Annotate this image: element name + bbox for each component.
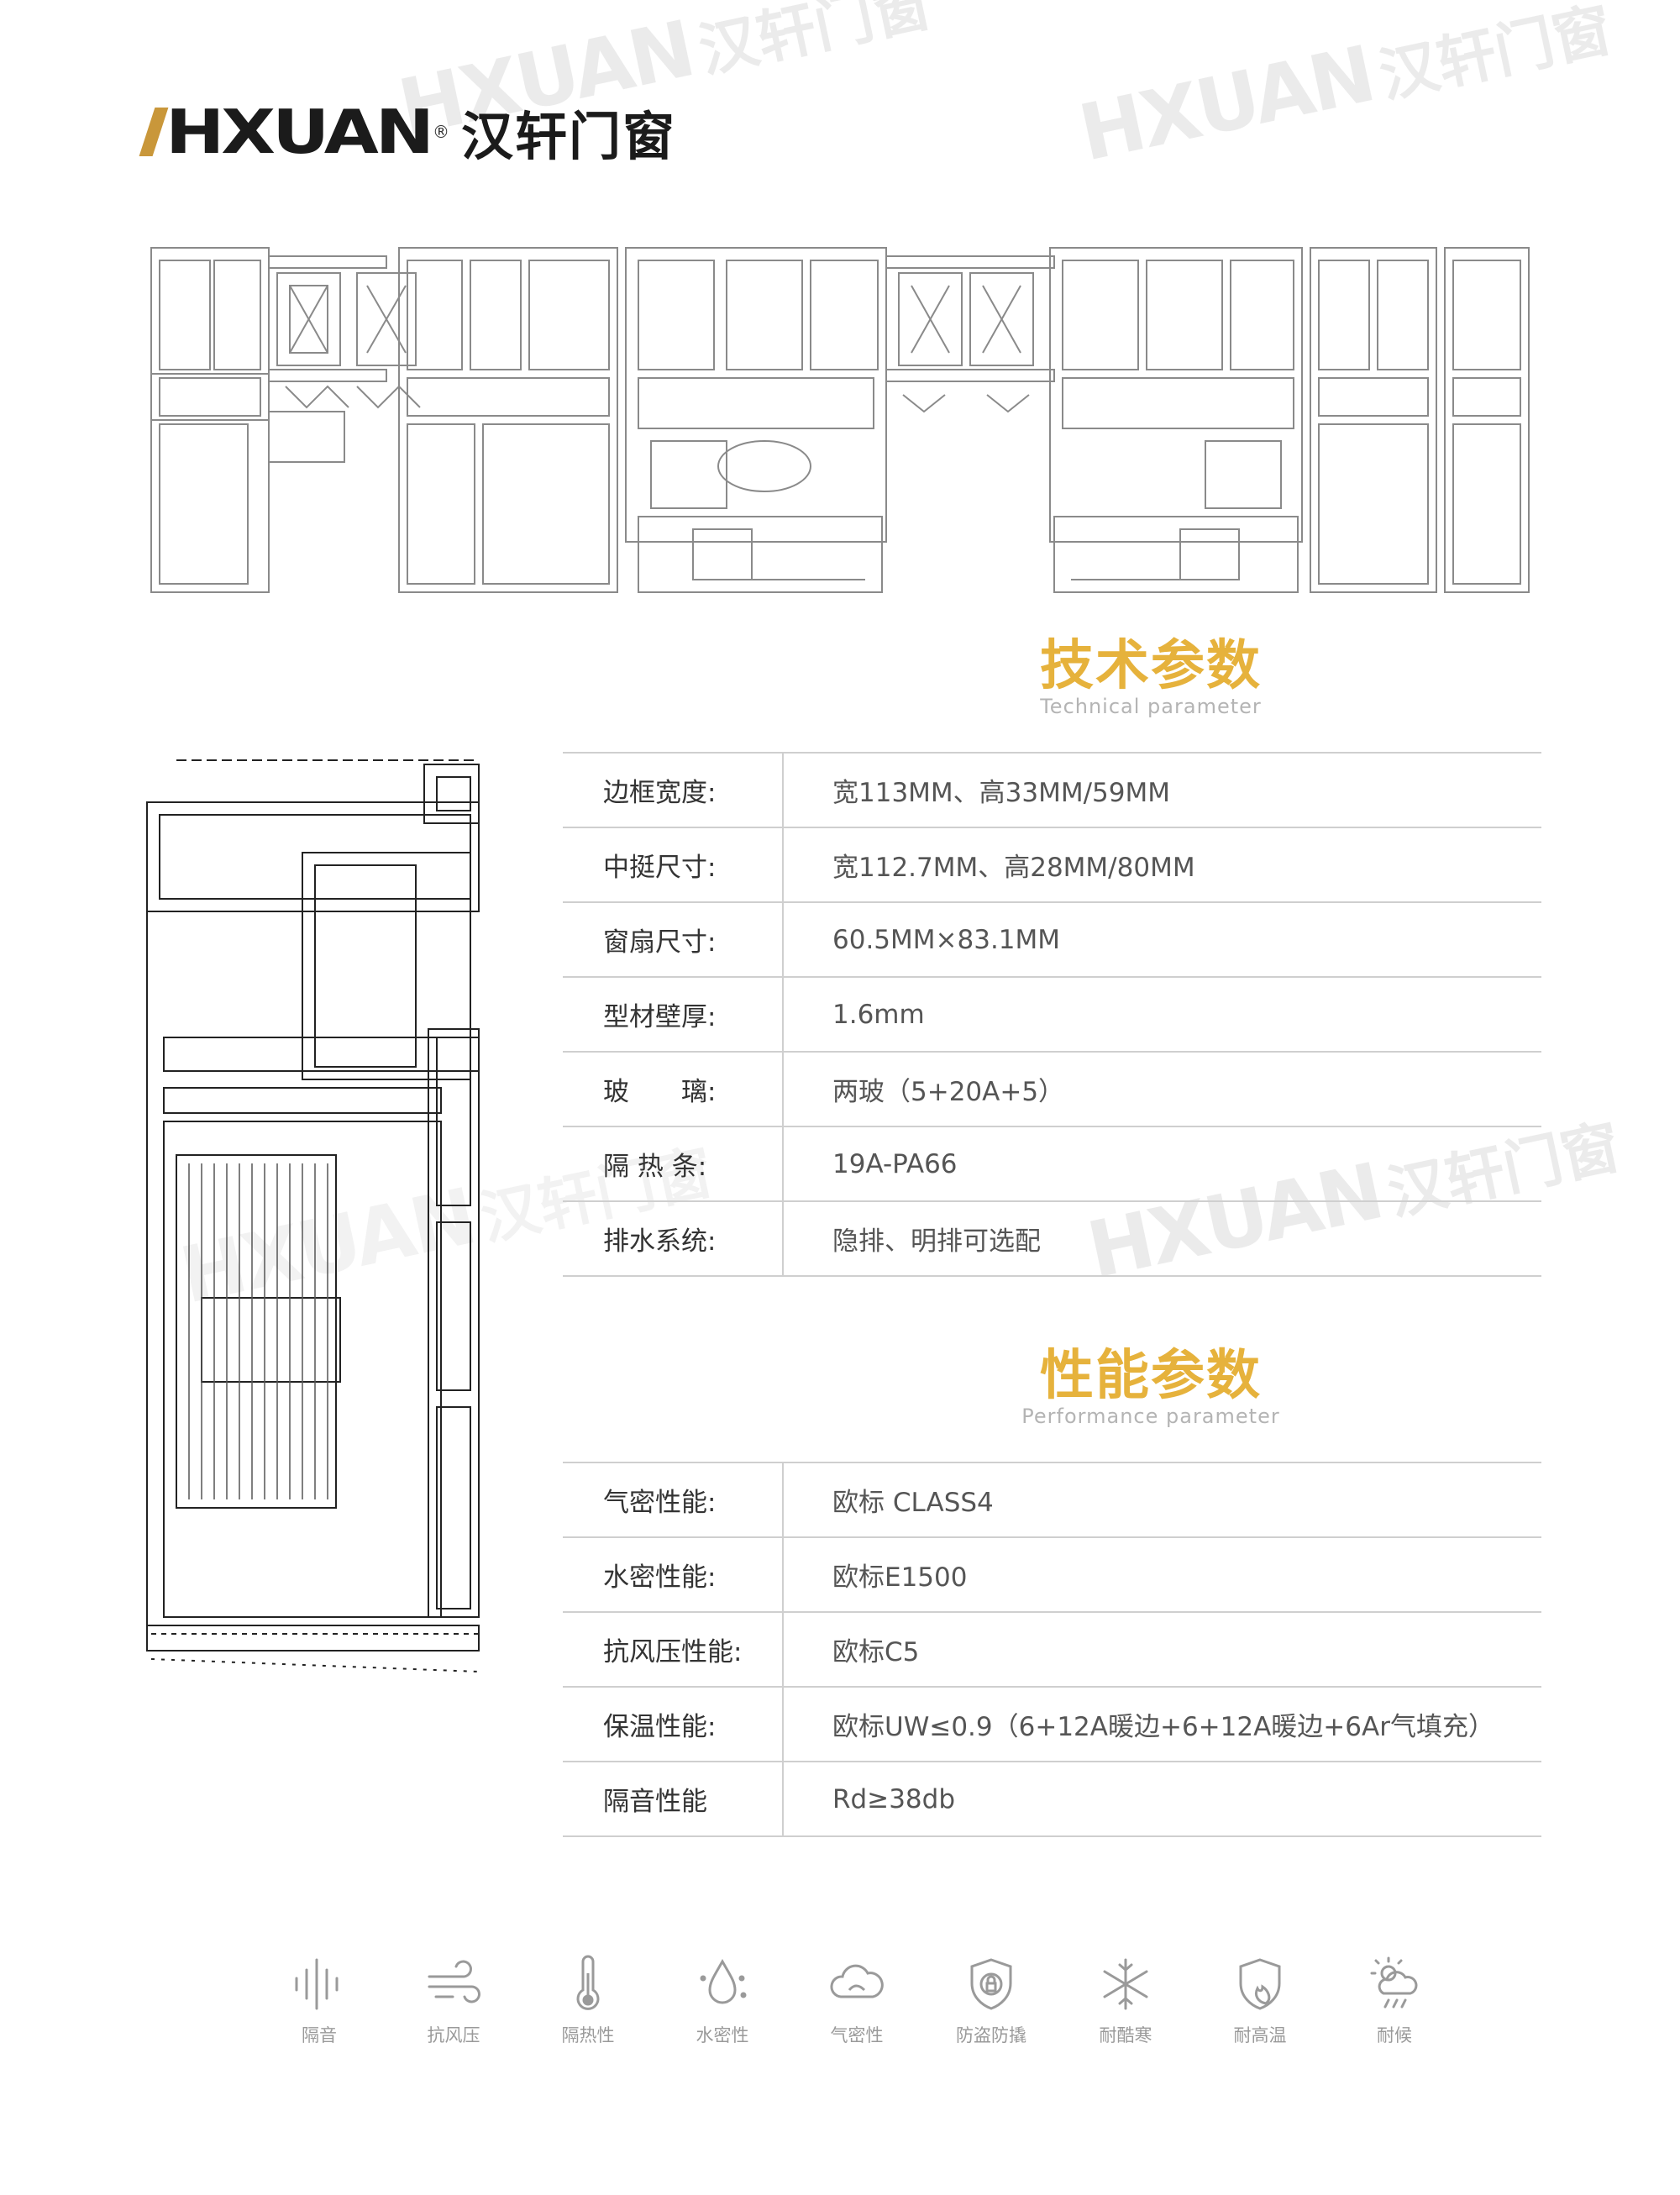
- watermark: HXUAN汉轩门窗: [1071, 0, 1619, 179]
- spec-label: 气密性能:: [563, 1462, 784, 1537]
- perf-spec-table: 气密性能:欧标 CLASS4 水密性能:欧标E1500 抗风压性能:欧标C5 保…: [563, 1462, 1541, 1837]
- tech-section-title: 技术参数 Technical parameter: [924, 638, 1378, 718]
- feature-icon-row: 隔音 抗风压 隔热性 水密性 气密性 防盗防撬 耐酷寒 耐高温 耐候: [269, 1953, 1445, 2047]
- feature-label: 耐酷寒: [1099, 2025, 1152, 2045]
- cloud-icon: [830, 1964, 884, 1998]
- window-corner-cutaway-illustration: [146, 759, 480, 1673]
- tech-title-en: Technical parameter: [1040, 695, 1262, 719]
- spec-label: 型材壁厚:: [563, 976, 784, 1052]
- spec-value: 19A-PA66: [783, 1126, 1541, 1201]
- spec-value: 宽112.7MM、高28MM/80MM: [783, 827, 1541, 902]
- snowflake-icon: [1103, 1958, 1148, 2010]
- spec-value: 欧标C5: [783, 1611, 1541, 1687]
- spec-value: 隐排、明排可选配: [783, 1200, 1541, 1277]
- spec-label: 抗风压性能:: [563, 1611, 784, 1687]
- sun-cloud-rain-icon: [1370, 1956, 1418, 2009]
- feature-label: 隔音: [302, 2025, 337, 2045]
- tech-title-cn: 技术参数: [1040, 635, 1262, 697]
- perf-title-en: Performance parameter: [1021, 1405, 1280, 1429]
- brand-latin-wordmark: HXUAN: [165, 96, 434, 168]
- feature-label: 隔热性: [561, 2025, 615, 2045]
- feature-heat-insulation: 隔热性: [538, 1953, 638, 2047]
- feature-heat-resistance: 耐高温: [1210, 1953, 1310, 2047]
- feature-sound-insulation: 隔音: [269, 1953, 370, 2047]
- water-drop-icon: [700, 1958, 747, 2004]
- feature-cold-resistance: 耐酷寒: [1075, 1953, 1176, 2047]
- thermometer-icon: [576, 1955, 600, 2010]
- shield-flame-icon: [1239, 1958, 1281, 2010]
- table-row: 抗风压性能:欧标C5: [563, 1611, 1541, 1687]
- profile-cross-section-diagram: [150, 247, 1530, 593]
- table-row: 窗扇尺寸:60.5MM×83.1MM: [563, 901, 1541, 977]
- brand-mark: [139, 108, 169, 156]
- table-row: 水密性能:欧标E1500: [563, 1536, 1541, 1612]
- spec-value: 两玻（5+20A+5）: [783, 1051, 1541, 1126]
- perf-title-cn: 性能参数: [1040, 1345, 1262, 1407]
- spec-label: 隔音性能: [563, 1761, 784, 1837]
- spec-value: 宽113MM、高33MM/59MM: [783, 752, 1541, 827]
- spec-label: 水密性能:: [563, 1536, 784, 1612]
- feature-label: 抗风压: [427, 2025, 480, 2045]
- table-row: 中挺尺寸:宽112.7MM、高28MM/80MM: [563, 827, 1541, 902]
- feature-air-tightness: 气密性: [806, 1953, 907, 2047]
- feature-weather-resistance: 耐候: [1344, 1953, 1445, 2047]
- spec-label: 窗扇尺寸:: [563, 901, 784, 977]
- spec-label: 玻 璃:: [563, 1051, 784, 1126]
- brand-logo: HXUAN ® 汉轩门窗: [139, 94, 677, 170]
- feature-label: 耐高温: [1233, 2025, 1287, 2045]
- spec-label: 隔 热 条:: [563, 1126, 784, 1201]
- spec-value: Rd≥38db: [783, 1761, 1541, 1837]
- spec-value: 1.6mm: [783, 976, 1541, 1052]
- table-row: 气密性能:欧标 CLASS4: [563, 1462, 1541, 1537]
- table-row: 隔 热 条:19A-PA66: [563, 1126, 1541, 1201]
- table-row: 边框宽度:宽113MM、高33MM/59MM: [563, 752, 1541, 827]
- tech-spec-table: 边框宽度:宽113MM、高33MM/59MM 中挺尺寸:宽112.7MM、高28…: [563, 752, 1541, 1277]
- spec-value: 60.5MM×83.1MM: [783, 901, 1541, 977]
- sound-wave-icon: [295, 1958, 339, 2010]
- feature-anti-theft: 防盗防撬: [941, 1953, 1042, 2047]
- registered-mark: ®: [433, 122, 449, 142]
- feature-label: 防盗防撬: [956, 2025, 1026, 2045]
- spec-value: 欧标E1500: [783, 1536, 1541, 1612]
- table-row: 排水系统:隐排、明排可选配: [563, 1200, 1541, 1277]
- perf-section-title: 性能参数 Performance parameter: [924, 1345, 1378, 1429]
- table-row: 型材壁厚:1.6mm: [563, 976, 1541, 1052]
- spec-value: 欧标 CLASS4: [783, 1462, 1541, 1537]
- spec-value: 欧标UW≤0.9（6+12A暖边+6+12A暖边+6Ar气填充）: [783, 1686, 1541, 1762]
- feature-label: 水密性: [696, 2025, 749, 2045]
- spec-label: 保温性能:: [563, 1686, 784, 1762]
- feature-water-tightness: 水密性: [672, 1953, 773, 2047]
- feature-wind-resistance: 抗风压: [403, 1953, 504, 2047]
- table-row: 保温性能:欧标UW≤0.9（6+12A暖边+6+12A暖边+6Ar气填充）: [563, 1686, 1541, 1762]
- brand-chinese-name: 汉轩门窗: [461, 106, 677, 167]
- table-row: 玻 璃:两玻（5+20A+5）: [563, 1051, 1541, 1126]
- wind-icon: [428, 1960, 480, 2003]
- feature-label: 耐候: [1377, 2025, 1412, 2045]
- spec-label: 边框宽度:: [563, 752, 784, 827]
- spec-label: 排水系统:: [563, 1200, 784, 1277]
- feature-label: 气密性: [830, 2025, 884, 2045]
- shield-lock-icon: [970, 1958, 1012, 2010]
- spec-label: 中挺尺寸:: [563, 827, 784, 902]
